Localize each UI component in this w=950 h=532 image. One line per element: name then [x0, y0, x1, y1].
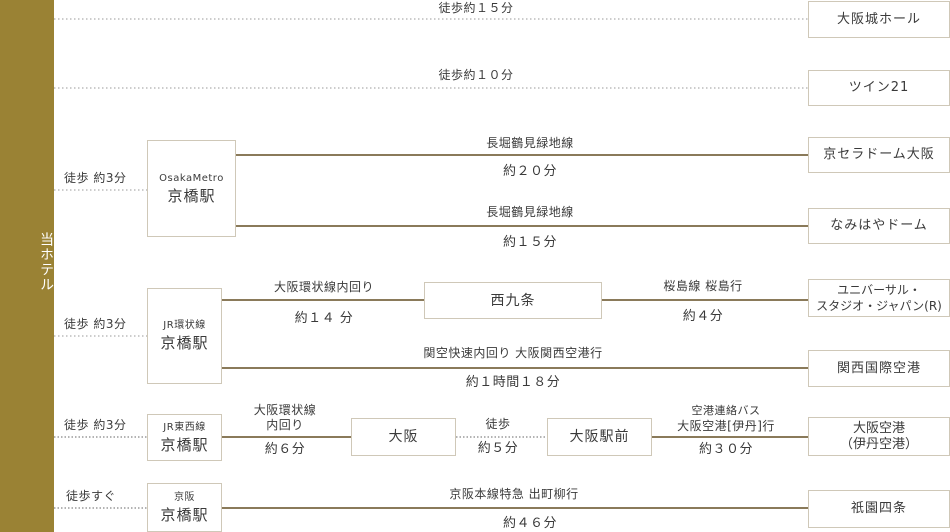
time-to-usj: 約４分 [682, 309, 724, 324]
walk-time-osaka-metro: 徒歩 約3分 [64, 171, 127, 185]
station-keihan-kyobashi: 京阪 京橋駅 [147, 483, 222, 532]
dest-osaka-jo-hall: 大阪城ホール [808, 1, 950, 38]
line-label-sakurajima: 桜島線 桜島行 [663, 279, 743, 293]
line-label-loop-inner: 大阪環状線内回り [273, 280, 375, 294]
dest-kyocera-dome: 京セラドーム大阪 [808, 137, 950, 173]
station-osaka: 大阪 [351, 418, 456, 456]
station-jr-tozai-kyobashi: JR東西線 京橋駅 [147, 414, 222, 461]
hotel-label: 当ホテル [38, 232, 54, 292]
dest-kyocera-dome-label: 京セラドーム大阪 [823, 147, 935, 162]
time-to-osaka: 約６分 [264, 442, 306, 457]
time-to-gion-shijo: 約４６分 [502, 516, 558, 531]
time-to-nishikujo: 約１４ 分 [294, 311, 354, 326]
bus-label-line2: 大阪空港[伊丹]行 [677, 419, 775, 433]
dest-gion-shijo: 祇園四条 [808, 490, 950, 528]
station-keihan-name: 京橋駅 [160, 505, 209, 524]
station-jr-loop-name: 京橋駅 [160, 334, 209, 352]
walk-time-jr-tozai: 徒歩 約3分 [64, 418, 127, 432]
line-label-loop-inner-1: 大阪環状線 [253, 403, 317, 417]
dest-twin21: ツイン21 [808, 70, 950, 106]
dest-osaka-jo-hall-label: 大阪城ホール [836, 11, 921, 27]
line-label-nagahori-b: 長堀鶴見緑地線 [486, 205, 574, 219]
line-label-loop-inner-2: 内回り [266, 418, 304, 432]
dest-gion-shijo-label: 祇園四条 [850, 501, 907, 516]
station-osaka-label: 大阪 [388, 429, 419, 445]
walk-time-to-ekimae: 約５分 [477, 441, 519, 456]
dest-itami-airport: 大阪空港 （伊丹空港） [808, 417, 950, 456]
station-osaka-metro-kyobashi: OsakaMetro 京橋駅 [147, 140, 236, 237]
time-kyocera-dome: 約２０分 [502, 164, 558, 179]
dest-twin21-label: ツイン21 [848, 80, 910, 95]
station-osaka-ekimae-label: 大阪駅前 [569, 429, 630, 445]
dest-usj-line2: スタジオ・ジャパン(R) [816, 299, 942, 313]
dest-itami-line1: 大阪空港 [852, 420, 905, 436]
dest-kix-label: 関西国際空港 [836, 360, 921, 376]
dest-usj: ユニバーサル・ スタジオ・ジャパン(R) [808, 279, 950, 317]
line-label-kanku-rapid: 関空快速内回り 大阪関西空港行 [423, 346, 603, 360]
line-label-keihan-express: 京阪本線特急 出町柳行 [449, 487, 579, 501]
time-to-kix: 約１時間１８分 [465, 375, 561, 390]
station-osaka-metro-name: 京橋駅 [167, 186, 216, 205]
station-jr-tozai-name: 京橋駅 [160, 435, 209, 454]
hotel-bar [0, 0, 54, 532]
station-osaka-metro-sub: OsakaMetro [159, 172, 224, 184]
station-osaka-ekimae: 大阪駅前 [547, 418, 652, 456]
time-namihaya-dome: 約１５分 [502, 235, 558, 250]
line-label-nagahori-a: 長堀鶴見緑地線 [486, 136, 574, 150]
dest-namihaya-dome-label: なみはやドーム [830, 218, 928, 233]
station-nishikujo: 西九条 [424, 282, 602, 319]
station-jr-tozai-sub: JR東西線 [163, 421, 206, 433]
station-keihan-sub: 京阪 [174, 491, 195, 503]
dest-usj-line1: ユニバーサル・ [837, 283, 921, 297]
walk-time-osaka-jo-hall: 徒歩約１５分 [438, 1, 514, 15]
walk-label-to-ekimae: 徒歩 [485, 417, 511, 431]
bus-label-line1: 空港連絡バス [691, 404, 761, 417]
station-jr-loop-sub: JR環状線 [163, 320, 206, 331]
walk-time-keihan: 徒歩すぐ [66, 489, 117, 503]
dest-itami-line2: （伊丹空港） [839, 436, 918, 452]
station-jr-loop-kyobashi: JR環状線 京橋駅 [147, 288, 222, 384]
dest-namihaya-dome: なみはやドーム [808, 208, 950, 244]
walk-time-twin21: 徒歩約１０分 [438, 68, 514, 82]
dest-kix: 関西国際空港 [808, 350, 950, 387]
station-nishikujo-label: 西九条 [490, 292, 536, 309]
time-to-itami: 約３０分 [698, 442, 754, 457]
walk-time-jr-loop: 徒歩 約3分 [64, 317, 127, 331]
